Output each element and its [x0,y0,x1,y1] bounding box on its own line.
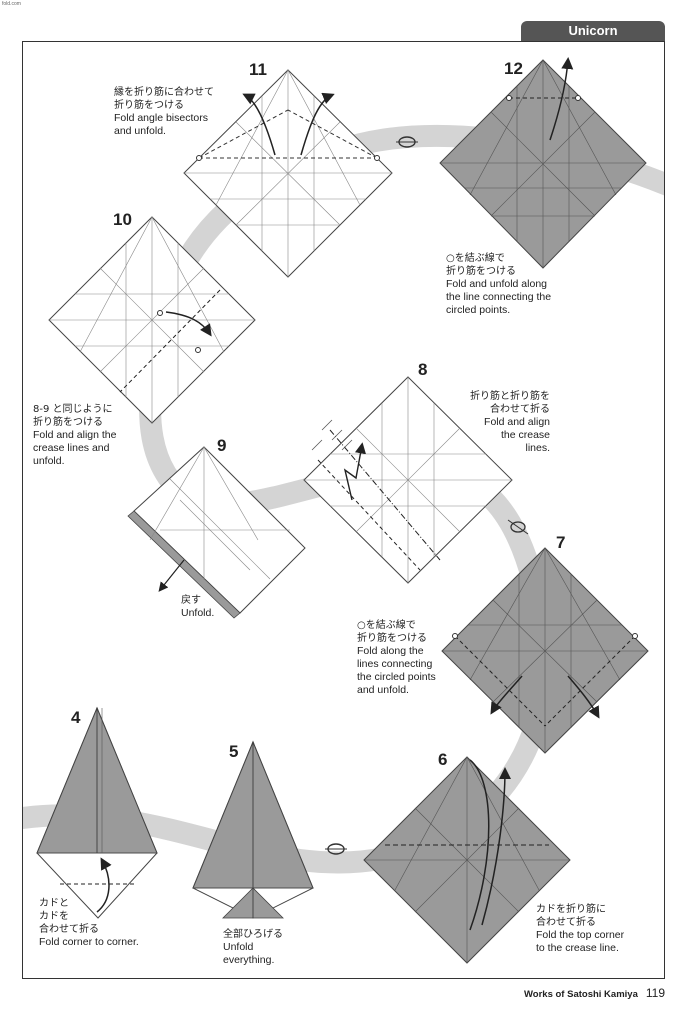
step-number-4: 4 [71,708,81,727]
page-frame [22,41,665,979]
rotate-icon [507,519,529,535]
step-8-diagram [303,376,513,584]
step-7-diagram [441,547,649,754]
step-number-10: 10 [113,210,132,229]
step-5-diagram [192,740,314,919]
step-number-8: 8 [418,360,428,379]
page-footer: Works of Satoshi Kamiya 119 [470,986,665,1000]
step-4-diagram [36,706,158,919]
footer-credit: Works of Satoshi Kamiya [524,989,638,1000]
step-12-diagram [439,57,647,269]
step-number-6: 6 [438,750,448,769]
rotate-icon [325,843,347,855]
step-9-caption: 戻す Unfold. [181,595,215,619]
step-10-diagram [48,216,256,424]
corner-mark: fold.com [2,1,21,7]
step-number-9: 9 [217,436,227,455]
step-9-diagram [127,446,306,619]
step-11-diagram [183,69,393,278]
step-4-caption: カドとカドを合わせて折る Fold corner to corner. [39,898,139,948]
page-number: 119 [645,986,665,1000]
step-number-11: 11 [249,60,267,79]
step-number-7: 7 [556,533,566,552]
rotate-icon [396,136,418,148]
header-tab-title: Unicorn [521,21,665,41]
step-6-diagram [363,756,571,964]
step-number-5: 5 [229,742,239,761]
step-number-12: 12 [504,59,523,78]
